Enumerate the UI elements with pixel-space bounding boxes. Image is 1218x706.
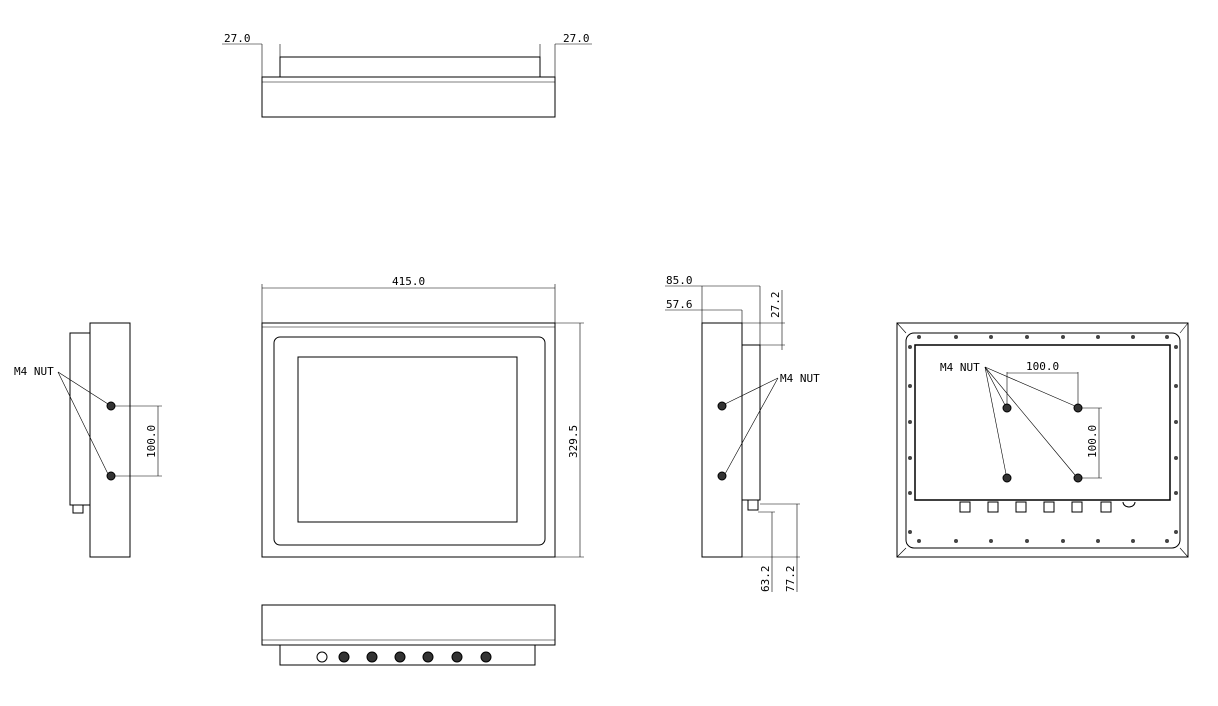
m4-nut xyxy=(1073,473,1083,483)
front-dim-height: 329.5 xyxy=(567,425,580,458)
m4-nut xyxy=(106,401,116,411)
left-side-view: M4 NUT 100.0 xyxy=(14,322,162,558)
rear-dim-horizontal: 100.0 xyxy=(1026,360,1059,373)
side-dim-77-2: 77.2 xyxy=(784,566,797,593)
right-side-view: 85.0 57.6 27.2 M4 NUT 63.2 77.2 xyxy=(665,274,820,592)
side-dim-27-2: 27.2 xyxy=(769,292,782,319)
m4-nut xyxy=(717,401,727,411)
top-view: 27.0 27.0 xyxy=(222,32,592,118)
side-dim-57-6: 57.6 xyxy=(666,298,693,311)
bottom-view xyxy=(261,604,556,666)
m4-nut xyxy=(717,471,727,481)
side-dim-63-2: 63.2 xyxy=(759,566,772,593)
m4-nut xyxy=(1002,473,1012,483)
front-dim-width: 415.0 xyxy=(392,275,425,288)
rear-dim-vertical: 100.0 xyxy=(1086,425,1099,458)
left-dim-100: 100.0 xyxy=(145,425,158,458)
m4-nut xyxy=(106,471,116,481)
top-dim-right: 27.0 xyxy=(563,32,590,45)
side-m4-nut-label: M4 NUT xyxy=(780,372,820,385)
side-dim-85: 85.0 xyxy=(666,274,693,287)
top-dim-left: 27.0 xyxy=(224,32,251,45)
rear-view: M4 NUT 100.0 100.0 xyxy=(896,322,1189,558)
rear-m4-nut-label: M4 NUT xyxy=(940,361,980,374)
left-m4-nut-label: M4 NUT xyxy=(14,365,54,378)
m4-nut xyxy=(1073,403,1083,413)
front-view: 415.0 329.5 xyxy=(261,275,584,558)
m4-nut xyxy=(1002,403,1012,413)
